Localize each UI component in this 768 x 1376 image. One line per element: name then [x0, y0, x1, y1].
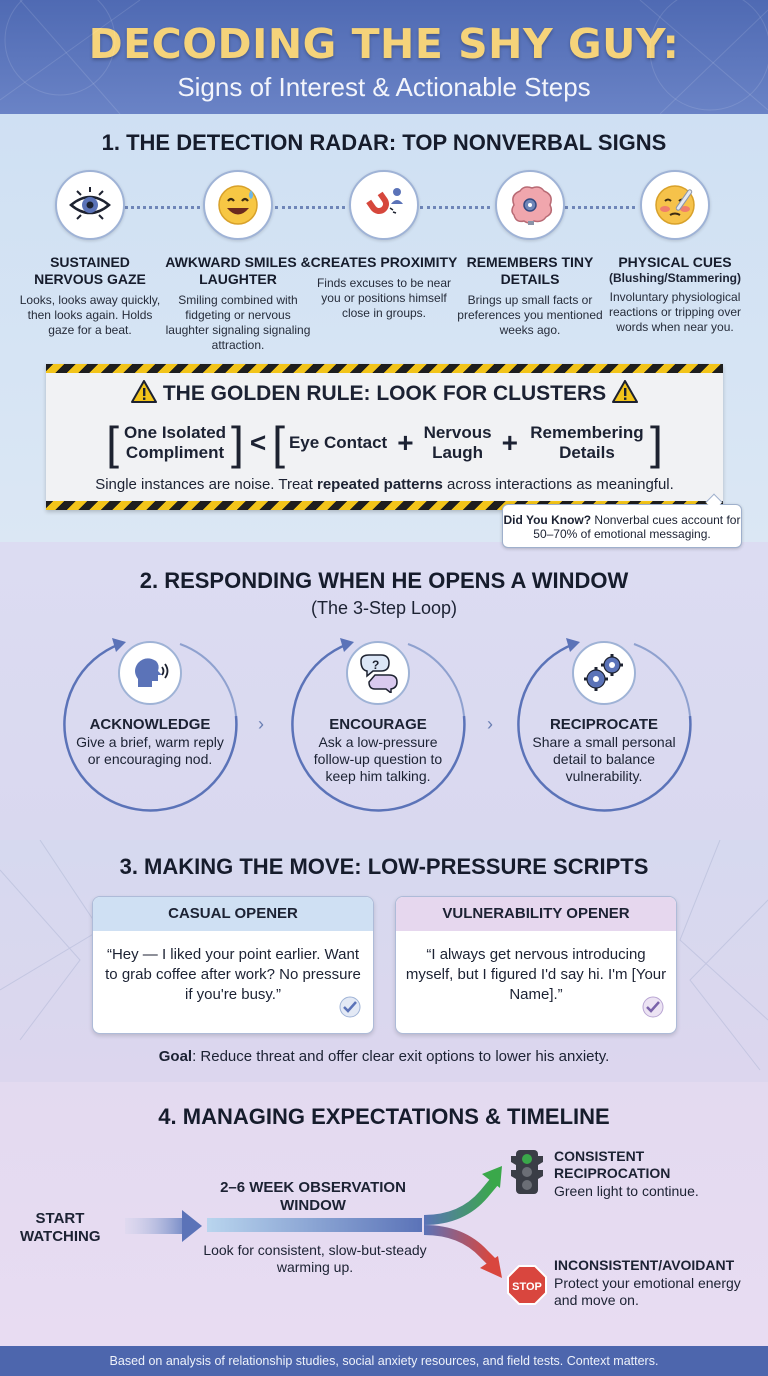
chevron-right-icon: › [487, 714, 493, 734]
section-3-title: 3. MAKING THE MOVE: LOW-PRESSURE SCRIPTS [119, 854, 649, 879]
step-reciprocate: RECIPROCATE Share a small personal detai… [514, 636, 694, 816]
sign-remembers-details: REMEMBERS TINY DETAILS Brings up small f… [455, 170, 605, 338]
check-icon [339, 996, 361, 1023]
section-4-title: 4. MANAGING EXPECTATIONS & TIMELINE [158, 1104, 610, 1129]
isolated-compliment-term: One Isolated Compliment [124, 423, 227, 462]
warning-icon [612, 380, 638, 409]
hazard-stripe-bottom [46, 501, 723, 510]
section-expectations-timeline: 4. MANAGING EXPECTATIONS & TIMELINE STAR… [0, 1082, 768, 1346]
observation-window-label: 2–6 WEEK OBSERVATION WINDOW [220, 1179, 406, 1214]
section-detection-radar: 1. THE DETECTION RADAR: TOP NONVERBAL SI… [0, 114, 768, 542]
outcome-inconsistent: INCONSISTENT/AVOIDANT Protect your emoti… [554, 1257, 741, 1308]
golden-rule-box: THE GOLDEN RULE: LOOK FOR CLUSTERS [ One… [46, 364, 723, 510]
header-decoration [0, 0, 768, 114]
svg-text:STOP: STOP [512, 1281, 542, 1293]
smiling-face-icon [203, 170, 273, 240]
timeline-graphic [125, 1166, 502, 1278]
warning-icon [130, 380, 157, 409]
page-subtitle: Signs of Interest & Actionable Steps [177, 72, 591, 102]
card-title: VULNERABILITY OPENER [396, 897, 676, 931]
outcome-consistent: CONSISTENT RECIPROCATION Green light to … [554, 1148, 699, 1199]
plus-sign: + [501, 427, 518, 458]
section-2-title: 2. RESPONDING WHEN HE OPENS A WINDOW [139, 568, 629, 593]
remembering-details-term: Remembering Details [530, 423, 644, 462]
card-quote: “I always get nervous introducing myself… [405, 946, 667, 1003]
step-encourage: ? ENCOURAGE Ask a low-pressure follow-up… [288, 636, 468, 816]
section-1-title: 1. THE DETECTION RADAR: TOP NONVERBAL SI… [101, 130, 667, 155]
sign-creates-proximity: CREATES PROXIMITY Finds excuses to be ne… [309, 170, 459, 321]
cluster-formula: [ One Isolated Compliment ] < [ Eye Cont… [106, 417, 663, 469]
stop-sign-icon: STOP [507, 1265, 547, 1310]
start-watching-label: START WATCHING [20, 1210, 101, 1245]
sign-awkward-smiles: AWKWARD SMILES & LAUGHTER Smiling combin… [163, 170, 313, 353]
blushing-face-icon [640, 170, 710, 240]
sign-nervous-gaze: SUSTAINED NERVOUS GAZE Looks, looks away… [15, 170, 165, 338]
nervous-laugh-term: Nervous Laugh [423, 423, 492, 462]
golden-rule-title: THE GOLDEN RULE: LOOK FOR CLUSTERS [46, 380, 723, 409]
card-title: CASUAL OPENER [93, 897, 373, 931]
less-than-sign: < [249, 427, 267, 458]
footer-note: Based on analysis of relationship studie… [0, 1346, 768, 1376]
traffic-light-icon [510, 1148, 544, 1201]
page-title: DECODING THE SHY GUY: [88, 20, 680, 68]
svg-text:?: ? [372, 658, 379, 672]
chat-bubbles-icon: ? [346, 641, 410, 705]
brain-icon [495, 170, 565, 240]
observation-window-note: Look for consistent, slow-but-steady war… [203, 1242, 427, 1275]
section-2-subtitle: (The 3-Step Loop) [310, 598, 458, 618]
section-making-the-move: 3. MAKING THE MOVE: LOW-PRESSURE SCRIPTS… [0, 840, 768, 1082]
hazard-stripe-top [46, 364, 723, 373]
speaking-head-icon [118, 641, 182, 705]
signs-row: SUSTAINED NERVOUS GAZE Looks, looks away… [0, 170, 768, 360]
script-card-casual: CASUAL OPENER “Hey — I liked your point … [92, 896, 374, 1034]
chevron-right-icon: › [258, 714, 264, 734]
script-card-vulnerability: VULNERABILITY OPENER “I always get nervo… [395, 896, 677, 1034]
magnet-icon [349, 170, 419, 240]
did-you-know-callout: Did You Know? Nonverbal cues account for… [502, 504, 742, 548]
plus-sign: + [397, 427, 414, 458]
golden-rule-note: Single instances are noise. Treat repeat… [95, 476, 674, 493]
gears-icon [572, 641, 636, 705]
section-responding: 2. RESPONDING WHEN HE OPENS A WINDOW (Th… [0, 542, 768, 840]
goal-statement: Goal: Reduce threat and offer clear exit… [158, 1048, 610, 1065]
step-acknowledge: ACKNOWLEDGE Give a brief, warm reply or … [60, 636, 240, 816]
check-icon [642, 996, 664, 1023]
header: DECODING THE SHY GUY: Signs of Interest … [0, 0, 768, 114]
eye-icon [55, 170, 125, 240]
eye-contact-term: Eye Contact [288, 433, 388, 452]
sign-physical-cues: PHYSICAL CUES (Blushing/Stammering) Invo… [600, 170, 750, 335]
card-quote: “Hey — I liked your point earlier. Want … [105, 946, 361, 1003]
